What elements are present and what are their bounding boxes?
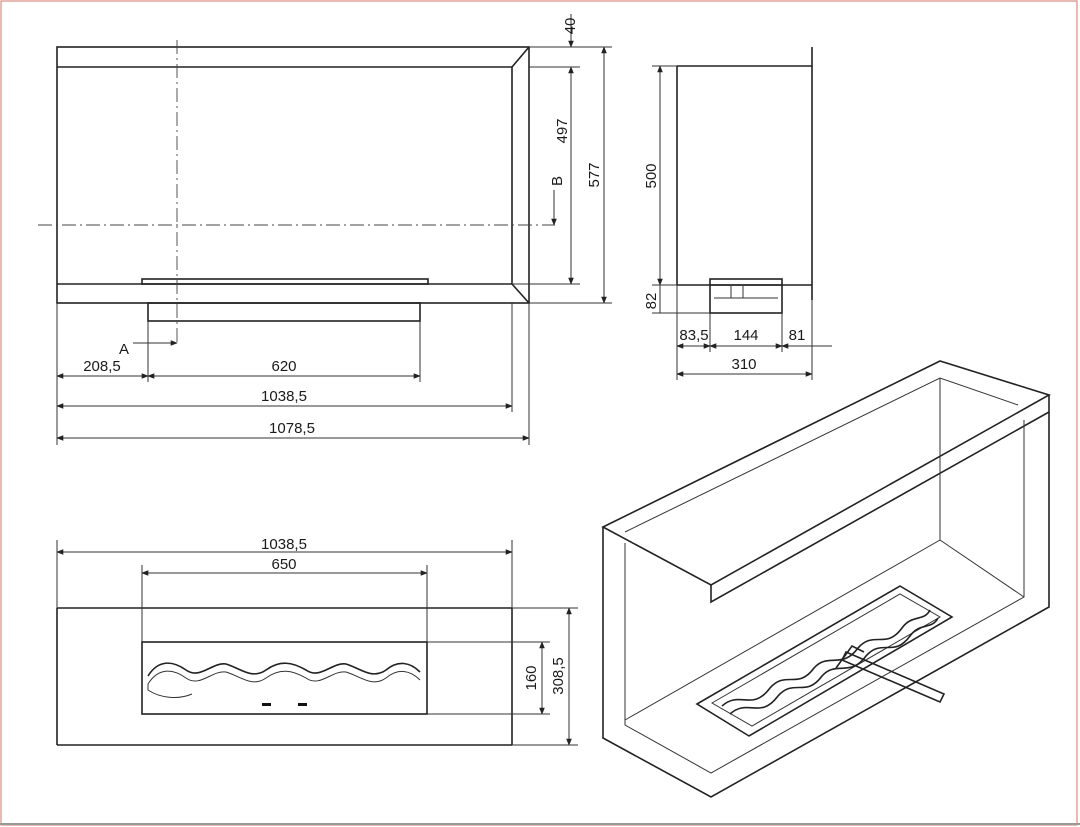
dim-side-left: 83,5: [679, 327, 708, 344]
top-burner-tray: [141, 641, 428, 715]
section-label-a: A: [119, 341, 129, 358]
top-burner-wave-upper: [147, 662, 421, 677]
iso-top-slab-front: [710, 395, 1050, 604]
dim-total-height: 577: [586, 162, 603, 187]
dim-top-burner-length: 650: [271, 556, 296, 573]
front-dimensions-bottom: A 208,5 620 1038,5 1078,5: [56, 303, 530, 445]
iso-top-slab: [601, 360, 1052, 586]
front-burner-box: [147, 302, 421, 322]
dim-top-offset: 40: [562, 18, 579, 35]
iso-top-slab-bevel: [624, 377, 1019, 533]
top-view: [56, 607, 513, 746]
iso-burner-wave-1: [721, 609, 931, 707]
front-dimensions-right: 40 497 577 B: [512, 14, 612, 304]
iso-back-wall: [624, 378, 941, 721]
side-dimensions: 500 82 83,5 144 81 310: [643, 65, 832, 380]
front-outer-frame: [56, 46, 530, 304]
top-dimensions: 1038,5 650 160 308,5: [56, 536, 578, 746]
top-burner-wave-lower: [147, 670, 421, 685]
top-burner-base: [147, 684, 193, 698]
isometric-view: [601, 360, 1052, 798]
side-burner-body: [709, 278, 783, 314]
top-burner-slot-right: [298, 703, 307, 706]
dim-side-right: 81: [789, 327, 806, 344]
dim-inner-height: 497: [554, 118, 571, 143]
dim-burner-width: 620: [271, 358, 296, 375]
iso-front-frame-inner: [624, 420, 1025, 774]
iso-back-wall-corner: [939, 539, 1025, 598]
dim-inner-width: 1038,5: [261, 388, 307, 405]
top-burner-slot-left: [262, 703, 271, 706]
dim-total-width: 1078,5: [269, 420, 315, 437]
front-right-bevel-bottom: [511, 283, 530, 304]
dim-top-burner-depth: 160: [523, 665, 540, 690]
iso-burner-tray: [695, 585, 954, 737]
dim-side-middle: 144: [733, 327, 758, 344]
side-view: [676, 47, 813, 314]
section-label-b: B: [549, 176, 566, 186]
dim-side-depth: 310: [731, 356, 756, 373]
iso-burner-tray-inner: [711, 593, 941, 727]
dim-top-inner-width: 1038,5: [261, 536, 307, 553]
front-view: [38, 40, 555, 345]
dim-left-offset: 208,5: [83, 358, 121, 375]
iso-burner-wave-2: [729, 617, 939, 715]
dim-side-bottom: 82: [643, 293, 660, 310]
front-burner-strip: [141, 278, 429, 285]
iso-lever-arm: [835, 644, 865, 669]
front-right-bevel-top: [511, 46, 530, 68]
dim-side-height: 500: [643, 163, 660, 188]
iso-front-frame: [602, 412, 1050, 798]
dim-top-total-depth: 308,5: [550, 657, 567, 695]
